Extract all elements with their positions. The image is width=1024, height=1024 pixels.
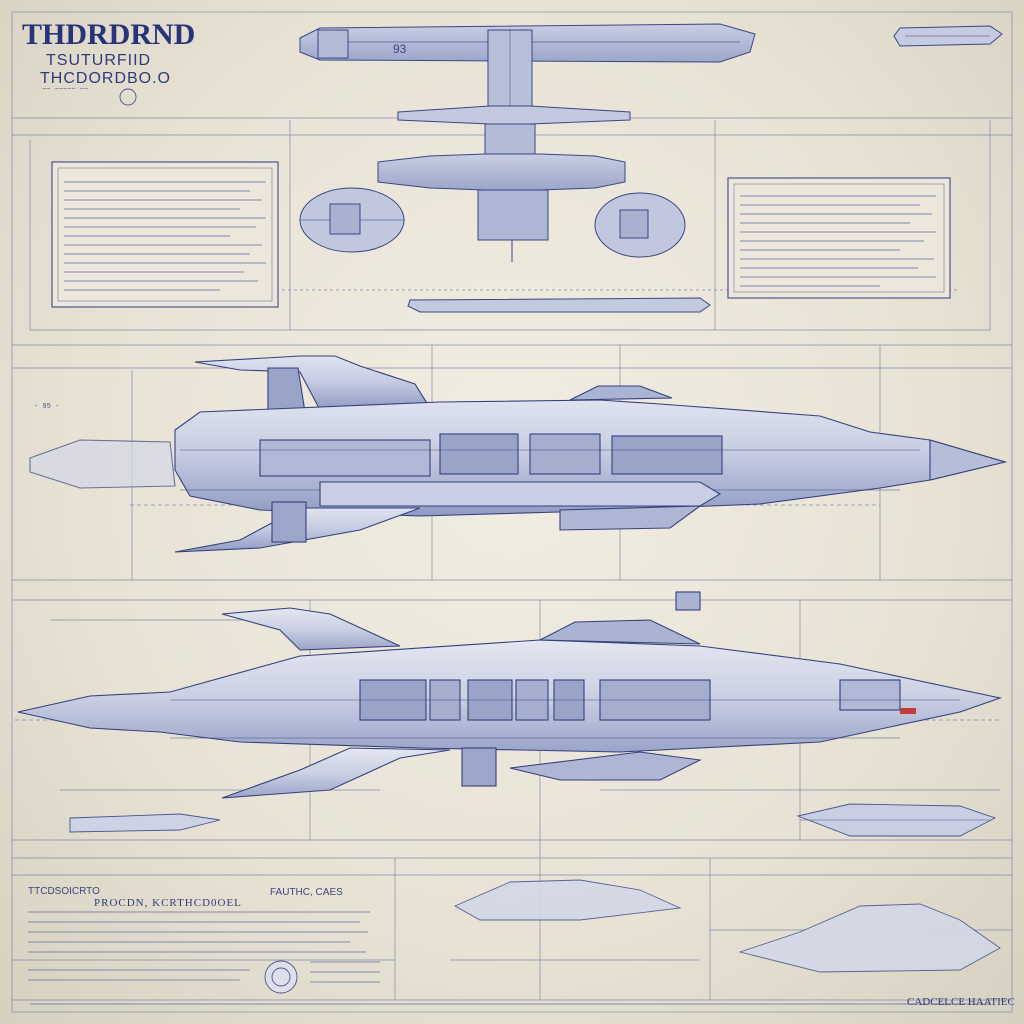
side-view-lower <box>17 591 1003 799</box>
hull-number-label: 93 <box>393 42 407 56</box>
detail-views <box>28 88 1001 1005</box>
bottom-center-label-2: FAUTHC, CAES <box>270 887 343 898</box>
blueprint-subtitle-2: THCDORDBO.O <box>40 70 171 87</box>
outer-frame <box>11 11 1013 1013</box>
side-view-upper <box>29 355 1008 553</box>
bottom-center-label-1: PROCDN, KCRTHCD0OEL <box>94 897 242 909</box>
bottom-right-label: CADCELCE HAATIEC <box>907 996 1015 1008</box>
spec-panel-left <box>51 161 279 308</box>
side-view-tag: - 95 - <box>34 403 60 411</box>
blueprint-title: THDRDRND <box>22 18 196 51</box>
spec-panel-right <box>727 177 951 299</box>
blueprint-subtitle-1: TSUTURFIID <box>46 52 152 69</box>
bottom-left-label: TTCDSOICRTO <box>28 886 100 897</box>
title-small-note: ~~ ~~~~~ ~~ <box>42 86 89 94</box>
top-plan-view <box>299 23 1003 313</box>
